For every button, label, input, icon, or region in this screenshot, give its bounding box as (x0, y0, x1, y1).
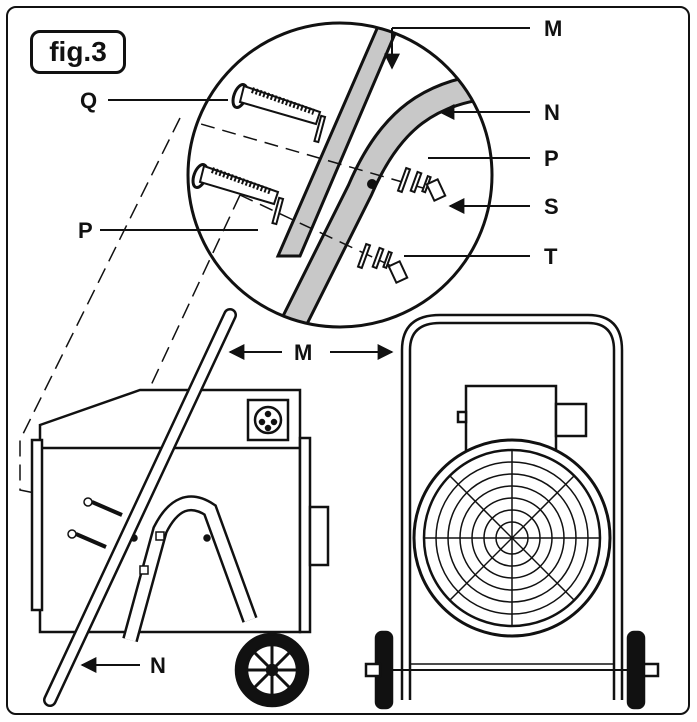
detail-magnifier (186, 21, 494, 329)
washers-nut-t (356, 242, 409, 285)
detail-circle-outline (186, 21, 494, 329)
label-n-top: N (544, 100, 560, 125)
handle-tube-m (275, 23, 409, 258)
figure-frame (6, 6, 690, 715)
bolt-q-upper (231, 83, 322, 126)
washers-nut-s (396, 166, 447, 203)
label-p-left: P (78, 218, 93, 243)
mounting-hole (367, 179, 377, 189)
label-t: T (544, 244, 558, 269)
washer-upper-left (313, 114, 327, 144)
fan-guard (412, 438, 612, 638)
label-n-bottom: N (150, 653, 166, 678)
heater-front-view (364, 313, 660, 710)
label-m-mid: M (294, 340, 312, 365)
front-handle-m (400, 313, 624, 700)
label-s: S (544, 194, 559, 219)
heater-side-view (30, 308, 330, 708)
label-q: Q (80, 88, 97, 113)
label-leaders (80, 27, 530, 673)
front-wheel-right (626, 630, 646, 710)
washer-lower-left (271, 196, 285, 226)
label-p-right: P (544, 146, 559, 171)
label-m-top: M (544, 16, 562, 41)
bolt-lower (191, 163, 280, 206)
figure-badge: fig.3 (30, 30, 126, 74)
side-wheel (234, 632, 310, 708)
side-bolts (67, 497, 165, 575)
